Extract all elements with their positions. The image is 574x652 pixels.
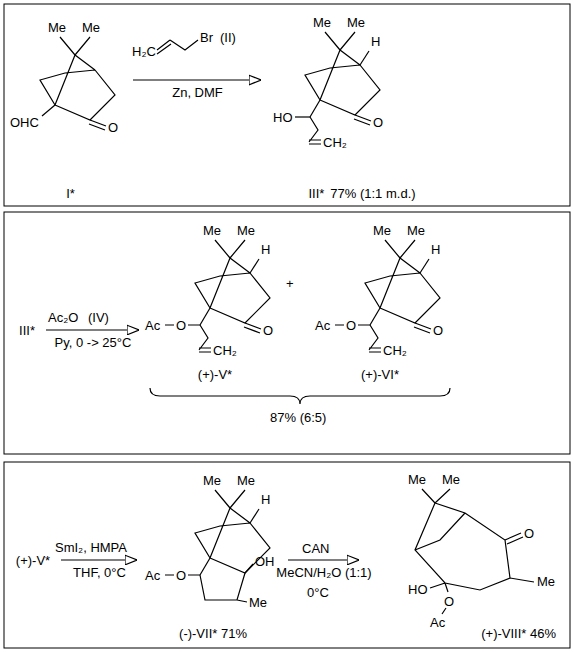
chem-label: O xyxy=(444,594,454,609)
compound-label: (+)-V* xyxy=(198,367,232,383)
scheme-panel xyxy=(4,462,570,648)
chem-label: Ac xyxy=(430,615,445,630)
chem-label: H₂C xyxy=(132,44,156,59)
chem-label: + xyxy=(286,276,294,291)
chem-label: Ac₂O xyxy=(48,310,78,325)
chem-label: (IV) xyxy=(88,310,109,325)
chem-label: O xyxy=(176,568,186,583)
chem-label: H xyxy=(371,34,380,49)
chem-label: O xyxy=(176,318,186,333)
scheme-panel xyxy=(4,212,570,454)
chem-label: Me xyxy=(203,223,221,238)
product-brace xyxy=(150,388,450,404)
chem-label: Me xyxy=(313,15,331,30)
allyl-bromide xyxy=(157,40,198,54)
chem-label: Me xyxy=(347,15,365,30)
structure-VIII xyxy=(415,489,534,614)
structure-III xyxy=(295,32,380,144)
chem-label: Ac xyxy=(145,568,160,583)
chem-label: SmI₂, HMPA xyxy=(55,540,127,555)
compound-label: III* xyxy=(308,186,324,202)
chem-label: Me xyxy=(82,20,100,35)
chem-label: O xyxy=(346,318,356,333)
scheme-panel xyxy=(4,4,570,206)
structure-VII xyxy=(165,490,270,602)
compound-caption: III* 77% (1:1 m.d.) xyxy=(262,186,462,202)
chem-label: O xyxy=(373,115,383,130)
reaction-arrow xyxy=(46,329,139,330)
structure-V xyxy=(165,240,270,352)
compound-label: III* xyxy=(19,323,35,339)
chem-label: H xyxy=(261,242,270,257)
chem-label: CH₂ xyxy=(213,343,237,358)
chem-label: (II) xyxy=(220,30,236,45)
compound-node: (+)-VIII* 46% xyxy=(360,470,567,642)
chem-label: OH xyxy=(255,554,275,569)
chem-label: Me xyxy=(249,595,267,610)
chem-label: O xyxy=(108,120,118,135)
compound-caption: (-)-VII* 71% xyxy=(138,626,288,642)
chem-label: Br xyxy=(200,30,213,45)
chem-label: H xyxy=(431,242,440,257)
chem-label: Me xyxy=(373,223,391,238)
chem-label: 87% (6:5) xyxy=(270,410,326,425)
chem-label: OHC xyxy=(10,115,39,130)
chem-label: Me xyxy=(203,473,221,488)
chem-label: O xyxy=(263,323,273,338)
compound-caption: (+)-VIII* 46% xyxy=(360,626,559,642)
compound-label: I* xyxy=(66,186,75,202)
reaction-arrow xyxy=(61,559,137,560)
chem-label: Me xyxy=(537,574,555,589)
chem-label: O xyxy=(524,526,534,541)
chem-label: HO xyxy=(408,582,428,597)
chem-label: CAN xyxy=(302,541,329,556)
compound-caption: (+)-V* xyxy=(140,367,290,383)
structure-I xyxy=(40,37,115,130)
reagent-label: Py, 0 -> 25°C xyxy=(54,335,133,350)
compound-label: (-)-VII* 71% xyxy=(179,626,247,642)
chem-label: Me xyxy=(48,20,66,35)
chem-label: HO xyxy=(273,110,293,125)
chem-label: Me xyxy=(237,473,255,488)
compound-caption: (+)-VI* xyxy=(300,367,460,383)
chem-label: H xyxy=(261,492,270,507)
compound-label: (+)-VIII* 46% xyxy=(481,626,556,642)
compound-label: 77% (1:1 m.d.) xyxy=(330,186,415,202)
reaction-arrow xyxy=(288,559,359,560)
compound-label: (+)-VI* xyxy=(361,367,399,383)
compound-node: (+)-V* xyxy=(5,551,61,569)
chem-label: CH₂ xyxy=(383,343,407,358)
compound-label: (+)-V* xyxy=(16,553,50,569)
compound-caption: III* xyxy=(8,323,46,339)
compound-caption: (+)-V* xyxy=(5,553,61,569)
chem-label: O xyxy=(433,323,443,338)
chem-label: Me xyxy=(237,223,255,238)
reagent-label: Zn, DMF xyxy=(171,85,224,100)
chem-label: Me xyxy=(407,223,425,238)
compound-node: III* 77% (1:1 m.d.) xyxy=(262,8,462,202)
chem-label: Me xyxy=(408,472,426,487)
reagent-label: THF, 0°C xyxy=(72,565,127,580)
compound-node: III* xyxy=(8,321,46,339)
chem-label: Me xyxy=(442,472,460,487)
compound-caption: I* xyxy=(8,186,133,202)
chem-label: CH₂ xyxy=(323,135,347,150)
chem-label: Ac xyxy=(145,318,160,333)
compound-node: I* xyxy=(8,8,133,202)
chem-label: Ac xyxy=(315,318,330,333)
structure-VI xyxy=(335,240,440,352)
reaction-arrow xyxy=(133,79,261,80)
chem-label: 0°C xyxy=(307,585,329,600)
reagent-label: MeCN/H₂O (1:1) xyxy=(275,565,372,580)
